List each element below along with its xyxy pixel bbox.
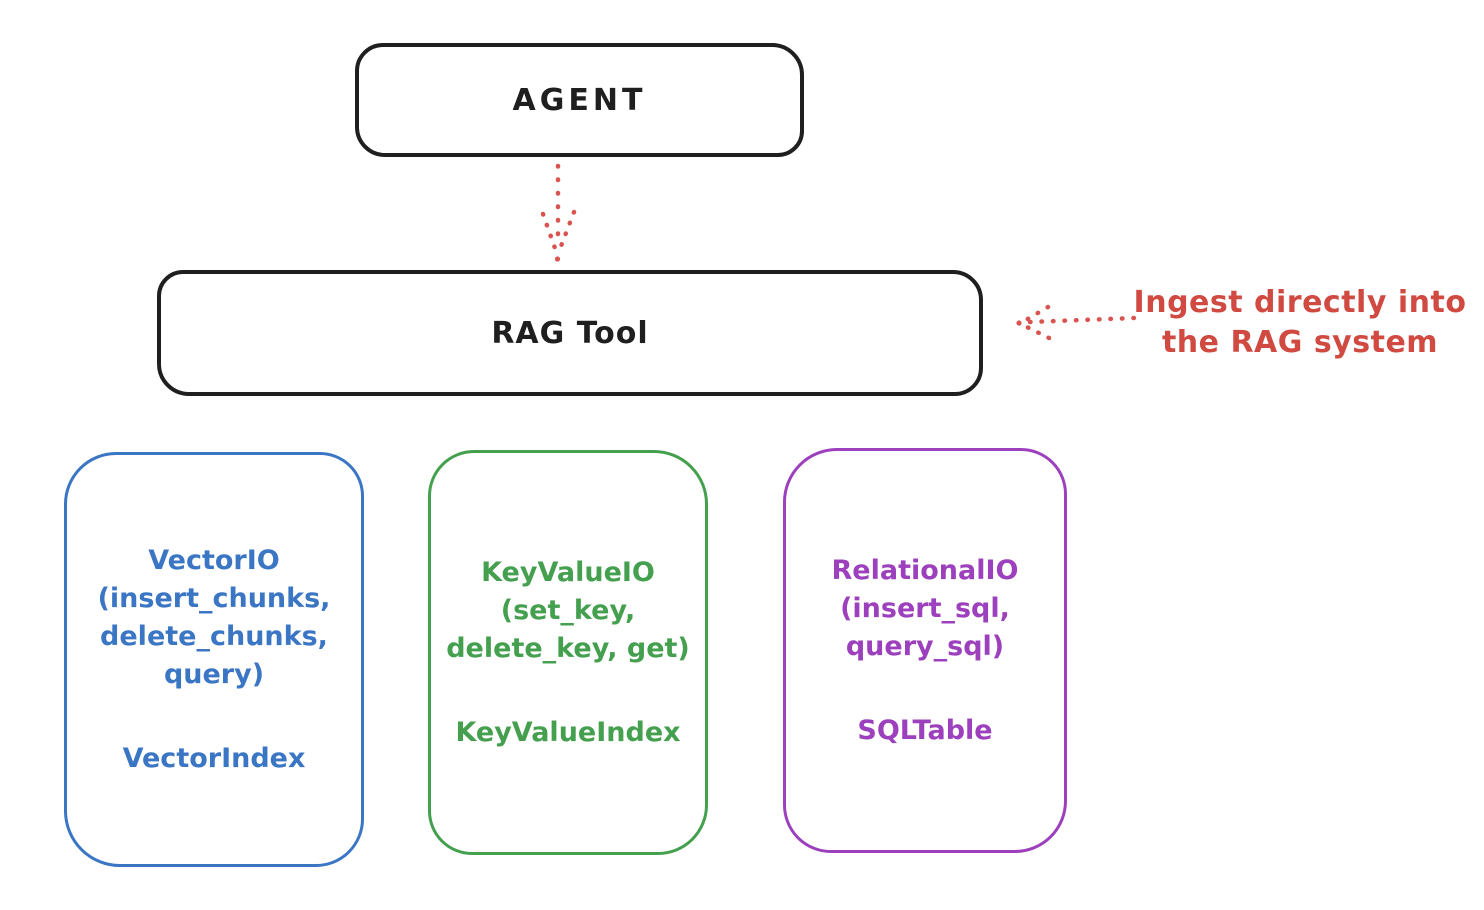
card-text-line: (insert_sql, [840,592,1010,624]
card-text-line: KeyValueIO [481,556,655,588]
card-text-line: (insert_chunks, [97,582,331,614]
keyvalue-index-label: KeyValueIndex [455,716,681,748]
sql-table-label: SQLTable [857,714,993,746]
card-text-line: (set_key, [500,594,636,626]
card-text-line: RelationalIO [831,554,1019,586]
vector-index-label: VectorIndex [122,742,306,774]
card-text-line: delete_key, get) [446,632,690,664]
annotation-line-2: the RAG system [1161,325,1439,360]
annotation-text: Ingest directly into the RAG system [1125,283,1475,363]
card-text-line: VectorIO [148,544,280,576]
agent-label: AGENT [512,82,647,118]
card-text-line: delete_chunks, [100,620,328,652]
agent-node[interactable]: AGENT [355,43,804,157]
card-text-line: query) [163,658,265,690]
vector-io-signature: VectorIO (insert_chunks, delete_chunks, … [98,542,331,694]
relational-io-signature: RelationalIO (insert_sql, query_sql) [832,552,1019,666]
annotation-arrow-icon [1016,304,1137,341]
card-text-line: query_sql) [845,630,1005,662]
rag-tool-label: RAG Tool [491,315,649,351]
vector-io-card[interactable]: VectorIO (insert_chunks, delete_chunks, … [64,452,364,867]
relational-io-card[interactable]: RelationalIO (insert_sql, query_sql) SQL… [783,448,1067,853]
keyvalue-io-card[interactable]: KeyValueIO (set_key, delete_key, get) Ke… [428,450,708,855]
agent-to-rag-arrow-icon [540,163,577,262]
annotation-line-1: Ingest directly into [1133,285,1467,320]
rag-tool-node[interactable]: RAG Tool [157,270,983,396]
keyvalue-io-signature: KeyValueIO (set_key, delete_key, get) [446,554,690,668]
